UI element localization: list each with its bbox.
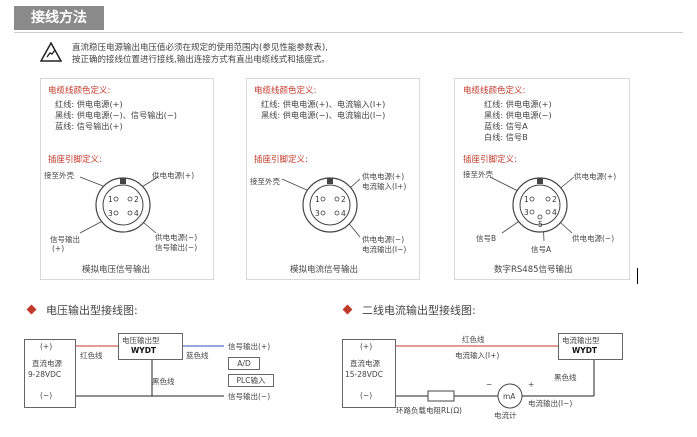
label-signal-a: 信号A xyxy=(531,245,552,254)
label-current-in: 电流输入(I+) xyxy=(362,182,407,191)
bullet-icon xyxy=(26,304,37,315)
supply-plus: (+) xyxy=(40,342,53,351)
pin-number: 3 xyxy=(108,209,113,218)
label-signal-minus: 信号输出(−) xyxy=(155,243,198,252)
voltage-device-box xyxy=(118,333,183,360)
current-device-box xyxy=(558,333,623,360)
label-power-minus: 供电电源(−) xyxy=(362,235,405,244)
device-model: WYDT xyxy=(131,346,157,355)
ammeter-plus: + xyxy=(528,380,535,389)
supply-range: 9-28VDC xyxy=(28,370,62,379)
pin-number: 4 xyxy=(134,209,139,218)
label-power-plus: 供电电源(+) xyxy=(362,172,405,181)
current-in-label: 电流输入(I+) xyxy=(455,351,500,360)
supply-name: 直流电源 xyxy=(350,359,380,368)
cable-color-title: 电缆线颜色定义: xyxy=(48,86,111,96)
panel-caption: 数字RS485信号输出 xyxy=(494,265,573,275)
label-shell: 接至外壳 xyxy=(44,171,74,180)
connector-4pin-diagram: 1 2 3 4 xyxy=(281,177,361,238)
cable-color-title: 电缆线颜色定义: xyxy=(254,86,317,96)
label-signal-b: 信号B xyxy=(476,234,497,243)
black-wire-label: 黑色线 xyxy=(554,373,577,382)
supply-range: 15-28VDC xyxy=(345,370,383,379)
bullet-icon xyxy=(342,304,353,315)
label-shell: 接至外壳 xyxy=(250,177,280,186)
pin-number: 5 xyxy=(538,220,543,229)
signal-out-minus: 信号输出(−) xyxy=(228,392,271,401)
red-wire-label: 红色线 xyxy=(462,335,485,344)
warning-line-2: 按正确的接线位置进行接线,输出连接方式有直出电缆线式和插座式。 xyxy=(72,55,330,65)
label-signal-out: 信号输出 xyxy=(50,235,80,244)
voltage-wiring-lines xyxy=(74,345,224,397)
pin-number: 3 xyxy=(524,208,529,217)
supply-minus: (−) xyxy=(40,391,53,400)
red-wire-label: 红色线 xyxy=(80,351,103,360)
ammeter-label: 电流计 xyxy=(494,411,517,420)
label-current-out: 电流输出(I−) xyxy=(362,245,407,254)
black-wire-label: 黑色线 xyxy=(152,377,175,386)
device-name: 电压输出型 xyxy=(122,336,160,345)
cable-line: 红线: 供电电源(+) xyxy=(484,99,552,109)
label-signal-out-plus: (+) xyxy=(52,244,65,253)
current-diagram-title: 二线电流输出型接线图: xyxy=(362,304,476,317)
pin-number: 1 xyxy=(108,195,113,204)
label-power-plus: 供电电源(+) xyxy=(574,172,617,181)
plc-input-box: PLC输入 xyxy=(228,374,274,387)
cable-line: 蓝线: 信号输出(+) xyxy=(55,121,123,131)
cable-line: 白线: 信号B xyxy=(484,132,528,142)
title-divider xyxy=(14,32,683,33)
label-power-plus: 供电电源(+) xyxy=(152,171,195,180)
pin-number: 2 xyxy=(552,195,557,204)
cable-line: 红线: 供电电源(+)、电流输入(I+) xyxy=(261,99,386,109)
cable-line: 红线: 供电电源(+) xyxy=(55,99,123,109)
panel-caption: 模拟电流信号输出 xyxy=(290,265,359,275)
device-model: WYDT xyxy=(572,346,598,355)
connector-5pin-diagram: 1 2 3 4 5 xyxy=(489,176,575,242)
pin-number: 1 xyxy=(524,195,529,204)
warning-icon xyxy=(40,42,62,62)
signal-out-plus: 信号输出(+) xyxy=(228,342,271,351)
supply-minus: (−) xyxy=(360,391,373,400)
connector-4pin-diagram: 1 2 3 4 xyxy=(79,176,159,234)
cable-line: 黑线: 供电电源(−)、电流输出(I−) xyxy=(261,110,386,120)
device-name: 电流输出型 xyxy=(562,336,600,345)
pin-definition-title: 插座引脚定义: xyxy=(463,155,517,165)
ad-box: A/D xyxy=(228,357,260,370)
pin-definition-title: 插座引脚定义: xyxy=(254,155,308,165)
cable-color-title: 电缆线颜色定义: xyxy=(463,86,526,96)
pin-number: 2 xyxy=(134,195,139,204)
pin-number: 4 xyxy=(341,209,346,218)
supply-name: 直流电源 xyxy=(32,359,62,368)
cable-line: 黑线: 供电电源(−)、信号输出(−) xyxy=(55,110,177,120)
ammeter-unit: mA xyxy=(503,392,516,401)
current-wiring-lines xyxy=(394,345,595,409)
ammeter-minus: − xyxy=(486,380,493,389)
text-cursor xyxy=(637,268,638,284)
pin-number: 1 xyxy=(315,195,320,204)
cable-line: 黑线: 供电电源(−) xyxy=(484,110,552,120)
pin-definition-title: 插座引脚定义: xyxy=(48,155,102,165)
label-power-minus: 供电电源(−) xyxy=(155,233,198,242)
current-supply-box xyxy=(342,339,396,408)
pin-number: 4 xyxy=(552,208,557,217)
label-shell: 接至外壳 xyxy=(463,170,493,179)
panel-caption: 模拟电压信号输出 xyxy=(82,265,151,275)
section-title: 接线方法 xyxy=(14,6,104,30)
warning-line-1: 直流稳压电源输出电压值必须在规定的使用范围内(参见性能参数表), xyxy=(72,43,328,53)
blue-wire-label: 蓝色线 xyxy=(186,351,209,360)
cable-line: 蓝线: 信号A xyxy=(484,121,528,131)
voltage-diagram-title: 电压输出型接线图: xyxy=(46,304,138,317)
supply-plus: (+) xyxy=(360,342,373,351)
current-out-label: 电流输出(I−) xyxy=(528,399,573,408)
warning-text: 直流稳压电源输出电压值必须在规定的使用范围内(参见性能参数表), 按正确的接线位… xyxy=(72,42,330,66)
voltage-supply-box xyxy=(24,339,76,408)
pin-number: 2 xyxy=(341,195,346,204)
pin-number: 3 xyxy=(315,209,320,218)
load-resistor-label: 环路负载电阻RL(Ω) xyxy=(396,406,462,415)
label-power-minus: 供电电源(−) xyxy=(572,234,615,243)
